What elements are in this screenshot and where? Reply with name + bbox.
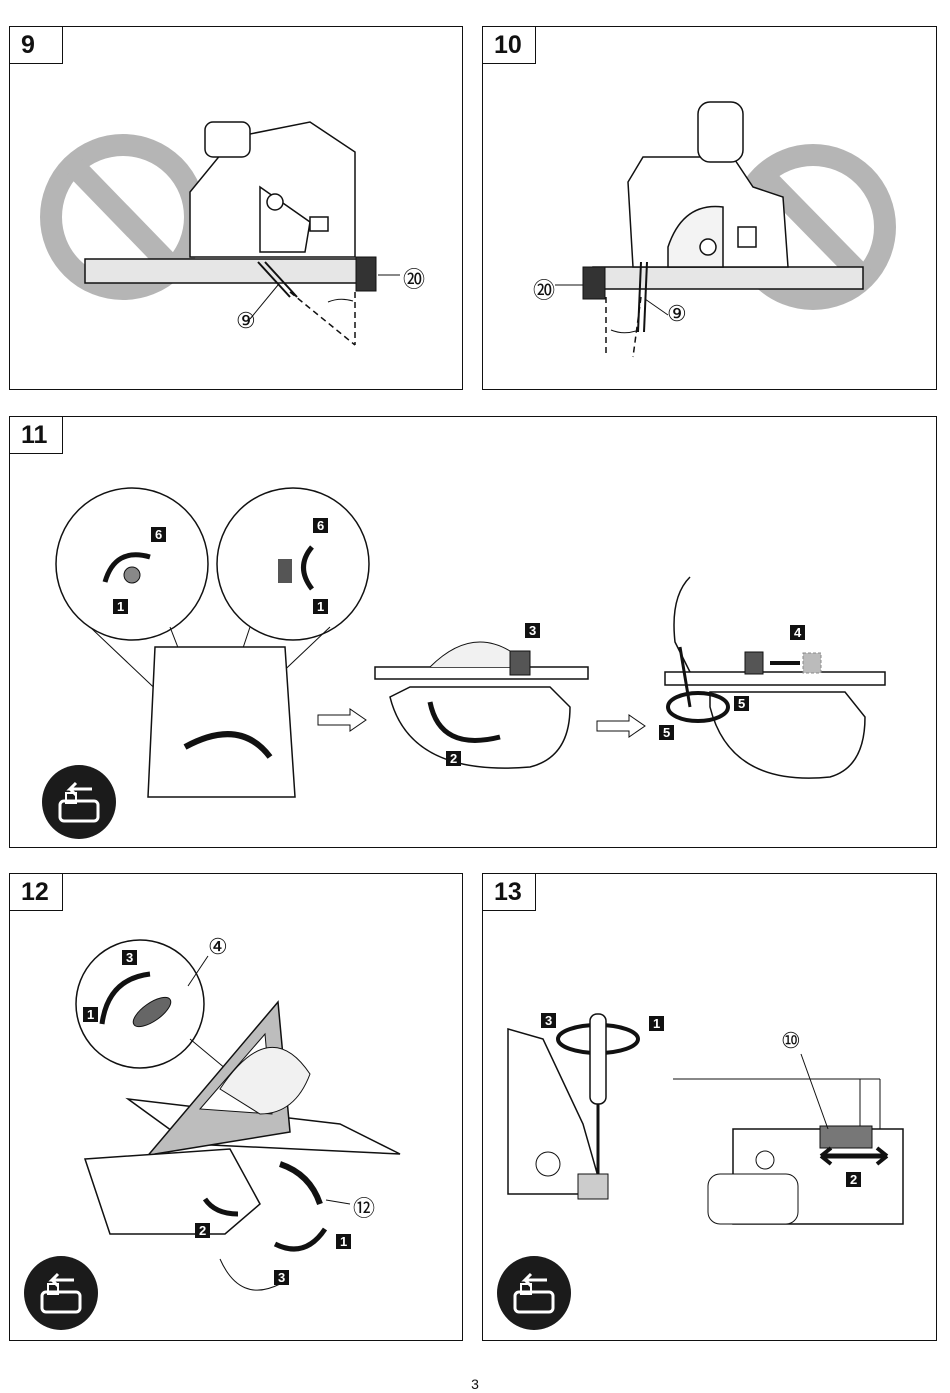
figure-11-illustration [55, 487, 886, 798]
step-label: 1 [313, 599, 329, 614]
step-label: 3 [122, 950, 138, 965]
part-label-10: ⑩ [781, 1028, 801, 1053]
step-label: 3 [541, 1013, 557, 1028]
step-label: 1 [649, 1016, 665, 1031]
step-label: 1 [113, 599, 129, 614]
figure-13-illustration [507, 1013, 904, 1225]
figure-13-panel: 13 ⑩ 3 1 2 [482, 873, 937, 1341]
step-label: 4 [790, 625, 806, 640]
figure-9-panel: 9 ⑨ ⑳ [9, 26, 463, 390]
figure-12-illustration [75, 939, 401, 1291]
figure-10-number: 10 [483, 27, 536, 64]
step-label: 3 [525, 623, 541, 638]
battery-remove-icon [42, 765, 116, 839]
figure-10-panel: 10 ⑳ ⑨ [482, 26, 937, 390]
step-label: 1 [336, 1234, 352, 1249]
figure-10-illustration [555, 101, 896, 358]
battery-remove-icon [24, 1256, 98, 1330]
step-label: 5 [734, 696, 750, 711]
part-label-20: ⑳ [403, 267, 426, 292]
part-label-9: ⑨ [236, 308, 256, 333]
step-label: 3 [274, 1270, 290, 1285]
part-label-12: ⑫ [353, 1196, 376, 1221]
figure-13-number: 13 [483, 874, 536, 911]
figure-12-number: 12 [10, 874, 63, 911]
figure-11-panel: 11 6 1 6 1 [9, 416, 937, 848]
step-label: 6 [151, 527, 167, 542]
part-label-9: ⑨ [667, 301, 687, 326]
figure-9-number: 9 [10, 27, 63, 64]
part-label-20: ⑳ [533, 278, 556, 303]
step-label: 5 [659, 725, 675, 740]
step-label: 2 [195, 1223, 211, 1238]
battery-remove-icon [497, 1256, 571, 1330]
step-label: 6 [313, 518, 329, 533]
step-label: 2 [446, 751, 462, 766]
step-label: 2 [846, 1172, 862, 1187]
page-number: 3 [471, 1376, 479, 1392]
figure-11-number: 11 [10, 417, 63, 454]
figure-9-illustration [40, 121, 400, 346]
step-label: 1 [83, 1007, 99, 1022]
part-label-4: ④ [208, 934, 228, 959]
figure-12-panel: 12 ④ ⑫ 3 1 2 1 3 [9, 873, 463, 1341]
